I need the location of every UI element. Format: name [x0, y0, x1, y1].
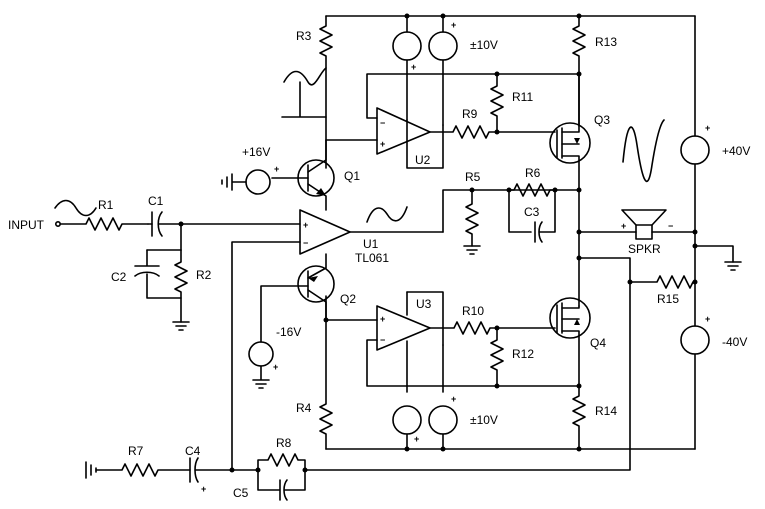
- r1-resistor: R1: [59, 198, 149, 231]
- q1-label: Q1: [344, 169, 360, 183]
- svg-text:+: +: [274, 164, 279, 174]
- svg-text:+: +: [451, 394, 456, 404]
- r13-resistor: R13: [572, 15, 617, 127]
- r8-c5-network: R8 C5: [233, 436, 308, 501]
- q3-mosfet: Q3: [549, 73, 610, 191]
- u1-label: U1: [363, 237, 379, 251]
- top-rail: [325, 13, 696, 19]
- q1-transistor: Q1: [271, 139, 360, 211]
- lower-output-wiring: [304, 231, 631, 471]
- r3-resistor: R3: [296, 15, 333, 169]
- neg16-label: -16V: [276, 325, 301, 339]
- input-terminal: INPUT: [8, 199, 97, 232]
- feedback-network: R5 C3 R6: [442, 166, 582, 255]
- pm10-bot-label: ±10V: [470, 413, 498, 427]
- r14-label: R14: [595, 404, 617, 418]
- pos40-label: +40V: [722, 144, 750, 158]
- pm10-top-label: ±10V: [470, 38, 498, 52]
- svg-text:+: +: [705, 123, 710, 133]
- output-waveform-icon: [622, 119, 665, 183]
- top-waveform-icon: [281, 67, 327, 118]
- r10-resistor: R10: [429, 304, 556, 335]
- svg-text:+: +: [380, 139, 385, 149]
- r9-label: R9: [462, 107, 478, 121]
- u1-opamp: + − U1 TL061: [231, 206, 444, 471]
- svg-text:+: +: [380, 314, 385, 324]
- r13-label: R13: [595, 35, 617, 49]
- r6-label: R6: [525, 166, 541, 180]
- u1-part-label: TL061: [355, 251, 389, 265]
- c5-label: C5: [233, 486, 249, 500]
- r14-resistor: R14: [572, 385, 617, 450]
- neg40-label: -40V: [722, 335, 747, 349]
- svg-text:+: +: [621, 221, 626, 231]
- r8-label: R8: [276, 436, 292, 450]
- input-label: INPUT: [8, 218, 45, 232]
- c2-r2-network: C2 R2: [111, 223, 212, 331]
- svg-text:−: −: [668, 221, 673, 231]
- svg-text:+: +: [303, 220, 308, 230]
- r7-label: R7: [128, 444, 144, 458]
- r11-resistor: R11: [490, 73, 533, 133]
- c4-label: C4: [185, 444, 201, 458]
- svg-text:+: +: [414, 434, 419, 444]
- svg-text:−: −: [303, 238, 308, 248]
- c1-capacitor: C1: [147, 194, 301, 237]
- c3-label: C3: [524, 205, 540, 219]
- r4-label: R4: [296, 401, 312, 415]
- main-ground: [692, 243, 742, 271]
- r5-label: R5: [465, 170, 481, 184]
- svg-text:+: +: [273, 362, 278, 372]
- c2-label: C2: [111, 270, 127, 284]
- speaker: + − SPKR: [576, 189, 698, 256]
- svg-text:+: +: [201, 484, 206, 494]
- c1-label: C1: [148, 194, 164, 208]
- u2-supplies: + + ±10V: [392, 15, 498, 126]
- q2-transistor: Q2: [260, 253, 356, 343]
- svg-text:+: +: [451, 20, 456, 30]
- r15-label: R15: [657, 292, 679, 306]
- pos16-source: + +16V: [221, 145, 279, 195]
- u3-label: U3: [416, 297, 432, 311]
- r3-label: R3: [296, 29, 312, 43]
- r10-label: R10: [462, 304, 484, 318]
- pos40-source: + +40V: [680, 15, 750, 247]
- svg-text:−: −: [380, 118, 385, 128]
- r4-resistor: R4: [296, 295, 333, 450]
- svg-text:+: +: [705, 314, 710, 324]
- svg-text:+: +: [411, 62, 416, 72]
- r15-resistor: R15: [627, 275, 698, 306]
- u3-supplies: + + ±10V: [392, 394, 498, 450]
- u3-opamp: + − U3: [323, 291, 582, 393]
- r2-label: R2: [196, 268, 212, 282]
- r12-resistor: R12: [490, 327, 534, 387]
- r12-label: R12: [512, 347, 534, 361]
- svg-text:−: −: [380, 335, 385, 345]
- u2-label: U2: [415, 153, 431, 167]
- r1-label: R1: [98, 198, 114, 212]
- neg40-source: + -40V: [680, 245, 747, 450]
- spkr-label: SPKR: [628, 242, 661, 256]
- r11-label: R11: [512, 90, 533, 104]
- u2-opamp: − + U2: [325, 71, 582, 169]
- r9-resistor: R9: [429, 107, 556, 139]
- q4-label: Q4: [590, 336, 606, 350]
- bottom-rail: [325, 446, 696, 452]
- q4-mosfet: Q4: [549, 297, 606, 387]
- neg16-source: + -16V: [248, 325, 301, 389]
- pos16-label: +16V: [242, 145, 270, 159]
- r7-c4-branch: R7 + C4: [85, 444, 259, 494]
- q2-label: Q2: [340, 292, 356, 306]
- q3-label: Q3: [594, 113, 610, 127]
